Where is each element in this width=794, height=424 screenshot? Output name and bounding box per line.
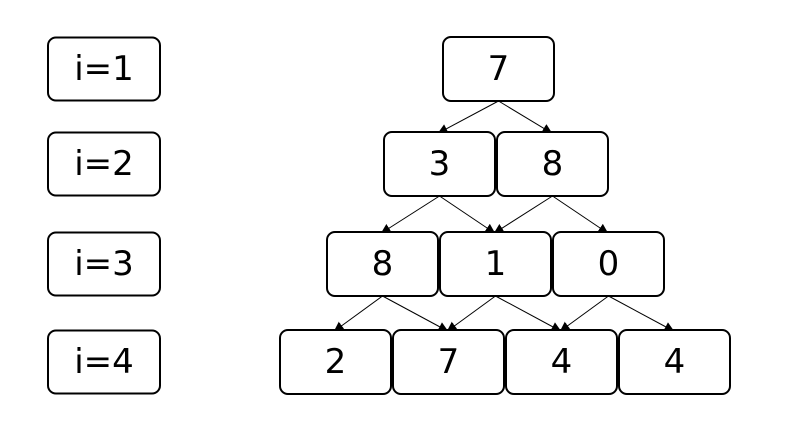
row-label-box [47,36,161,102]
node-box [326,231,439,297]
edge-r3c2-left [446,295,496,332]
node-value: 2 [325,342,347,382]
nodes-layer: 7 3 8 8 1 0 2 7 4 4 [279,36,731,395]
node-box [279,329,392,395]
node-r3c1: 8 [326,231,439,297]
node-box [442,36,555,102]
row-label-text: i=1 [74,49,134,89]
edge-r1c1-right [498,100,553,134]
row-labels-layer: i=1 i=2 i=3 i=4 [47,36,161,395]
node-value: 7 [438,342,460,382]
node-box [439,231,552,297]
row-label-box [47,131,161,197]
edge-r3c3-left [559,295,609,332]
edge-r3c2-right [495,295,562,332]
edge-r1c1-left [437,100,499,134]
node-box [392,329,505,395]
row-label-box [47,329,161,395]
node-box [552,231,665,297]
row-label-text: i=3 [74,244,134,284]
row-label-1: i=1 [47,36,161,102]
edge-r3c1-right [382,295,449,332]
row-label-2: i=2 [47,131,161,197]
node-box [618,329,731,395]
edge-r3c1-left [333,295,383,332]
edge-r2c1-left [380,195,440,234]
node-r2c1: 3 [383,131,496,197]
node-r1c1: 7 [442,36,555,102]
node-r3c3: 0 [552,231,665,297]
node-box [505,329,618,395]
node-r3c2: 1 [439,231,552,297]
node-r2c2: 8 [496,131,609,197]
node-value: 8 [372,244,394,284]
node-value: 0 [598,244,620,284]
edge-r2c2-left [493,195,553,234]
row-label-4: i=4 [47,329,161,395]
row-label-text: i=4 [74,342,134,382]
node-box [383,131,496,197]
node-value: 1 [485,244,507,284]
node-value: 4 [664,342,686,382]
node-value: 7 [488,49,510,89]
node-r4c2: 7 [392,329,505,395]
edges-layer [333,100,675,332]
node-value: 4 [551,342,573,382]
node-r4c1: 2 [279,329,392,395]
node-box [496,131,609,197]
edge-r2c1-right [439,195,496,234]
edge-r2c2-right [552,195,609,234]
node-value: 8 [542,144,564,184]
edge-r3c3-right [608,295,675,332]
row-label-box [47,231,161,297]
row-label-text: i=2 [74,144,134,184]
node-value: 3 [429,144,451,184]
row-label-3: i=3 [47,231,161,297]
node-r4c3: 4 [505,329,618,395]
node-r4c4: 4 [618,329,731,395]
